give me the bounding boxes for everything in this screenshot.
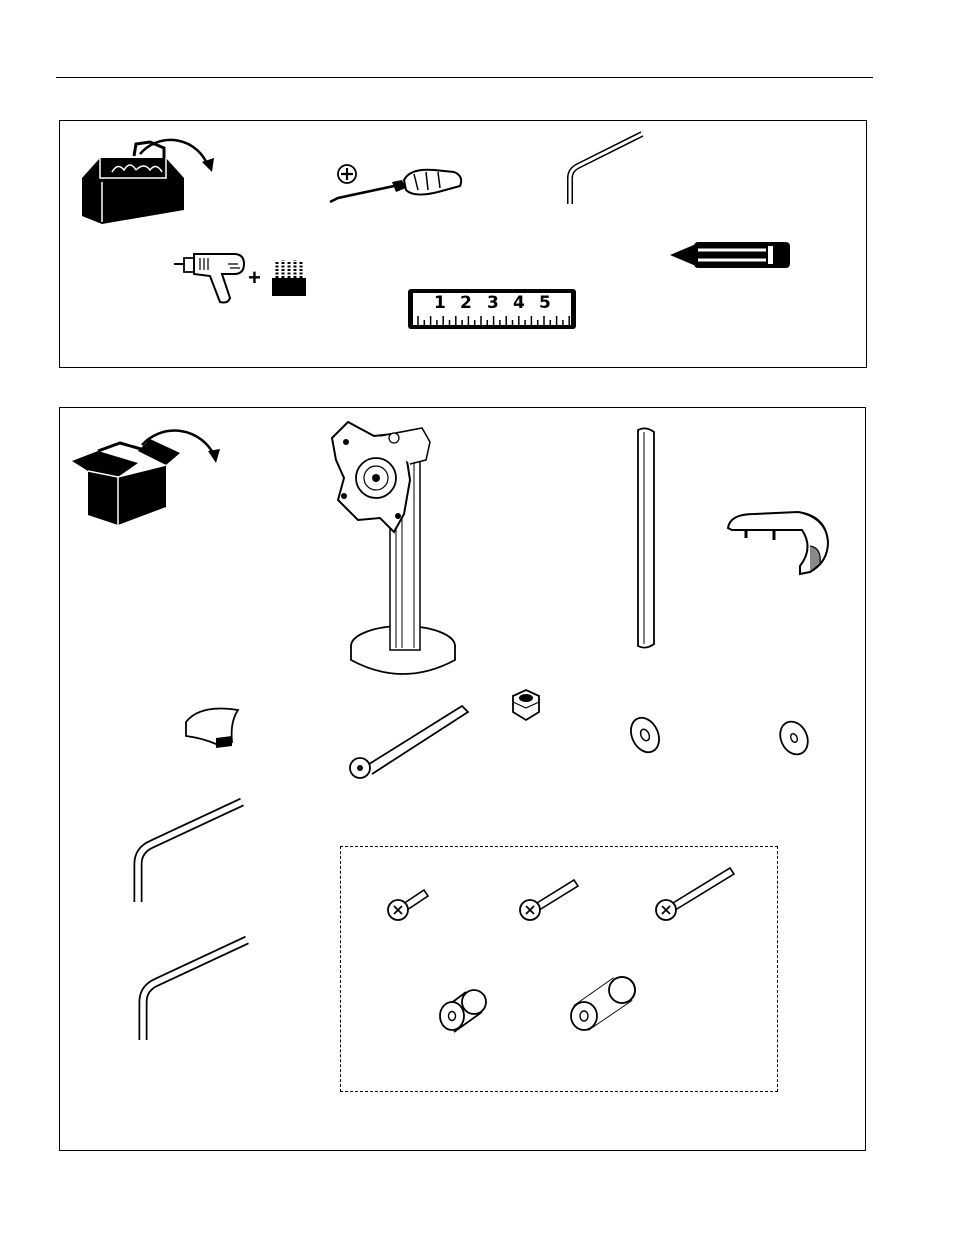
drill-plus-sign: + bbox=[248, 265, 261, 291]
long-spacer-icon bbox=[568, 972, 640, 1034]
allen-wrench-icon bbox=[560, 130, 650, 210]
phillips-screwdriver-icon bbox=[326, 160, 466, 210]
header-rule bbox=[56, 77, 873, 78]
medium-screw-icon bbox=[518, 876, 582, 924]
lock-nut-icon bbox=[507, 688, 545, 724]
ruler-number: 1 bbox=[434, 293, 446, 313]
ruler-number: 4 bbox=[513, 293, 525, 313]
drill-bits-icon bbox=[272, 258, 308, 296]
washer-icon bbox=[628, 714, 662, 756]
ruler-number: 2 bbox=[460, 293, 472, 313]
column-cover-icon bbox=[630, 426, 660, 650]
drill-icon bbox=[172, 250, 252, 306]
long-screw-icon bbox=[654, 866, 738, 926]
toolbox-icon bbox=[78, 126, 218, 226]
monitor-stand-icon bbox=[330, 420, 480, 678]
ruler-number: 3 bbox=[487, 293, 499, 313]
cable-clip-icon bbox=[180, 702, 244, 750]
short-spacer-icon bbox=[436, 986, 488, 1034]
short-screw-icon bbox=[386, 884, 432, 924]
top-cap-icon bbox=[724, 506, 834, 582]
small-washer-icon bbox=[776, 718, 812, 758]
large-allen-wrench-icon bbox=[128, 796, 248, 906]
ruler-number: 5 bbox=[539, 293, 551, 313]
long-bolt-icon bbox=[346, 698, 472, 782]
pencil-icon bbox=[668, 240, 794, 270]
open-box-icon bbox=[68, 415, 228, 527]
small-allen-wrench-icon bbox=[133, 934, 253, 1044]
